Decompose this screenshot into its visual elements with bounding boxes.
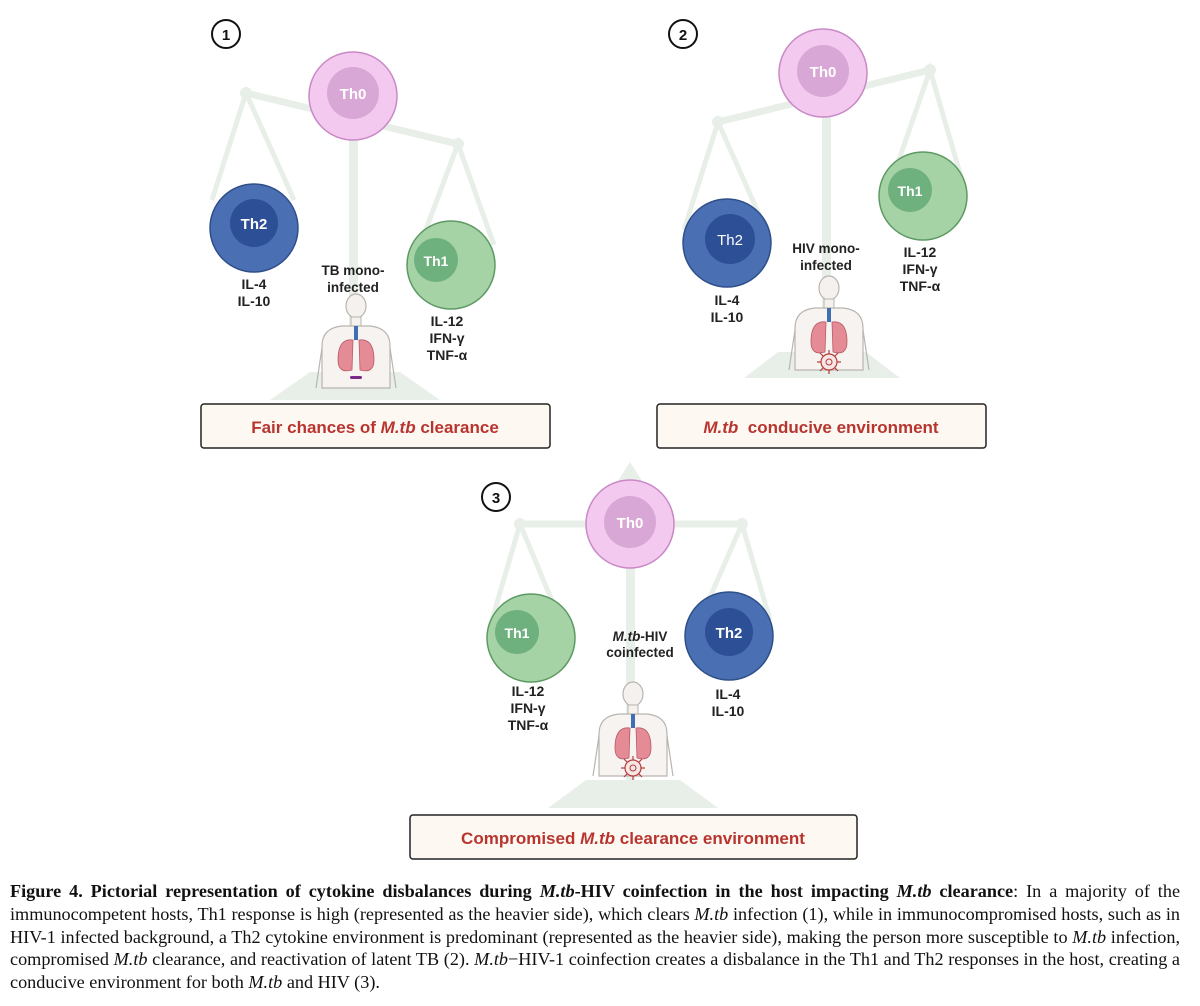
outcome-box: M.tb conducive environment	[656, 403, 987, 449]
th1-cytokine-list: IL-12 IFN-γ TNF-α	[427, 313, 468, 363]
svg-text:3: 3	[492, 490, 500, 507]
th0-cell: Th0	[585, 479, 675, 569]
svg-text:Th0: Th0	[810, 64, 837, 81]
host-figure	[788, 275, 870, 375]
svg-text:IFN-γ: IFN-γ	[511, 700, 546, 716]
svg-text:IL-12: IL-12	[904, 244, 937, 260]
caption-title: Figure 4. Pictorial representation of cy…	[10, 881, 1014, 901]
svg-text:Th1: Th1	[505, 625, 530, 641]
th2-cell: Th2	[682, 198, 772, 288]
th2-cytokine-list: IL-4 IL-10	[711, 292, 744, 325]
svg-text:IFN-γ: IFN-γ	[430, 330, 465, 346]
svg-text:Th2: Th2	[241, 216, 268, 233]
svg-text:IL-10: IL-10	[238, 293, 271, 309]
svg-text:Th1: Th1	[424, 253, 449, 269]
svg-text:IL-12: IL-12	[512, 683, 545, 699]
svg-text:Compromised M.tb clearance env: Compromised M.tb clearance environment	[461, 829, 805, 848]
th1-cell: Th1	[878, 151, 968, 241]
svg-text:IL-10: IL-10	[711, 309, 744, 325]
svg-text:1: 1	[222, 27, 230, 44]
svg-text:TNF-α: TNF-α	[427, 347, 468, 363]
svg-text:IFN-γ: IFN-γ	[903, 261, 938, 277]
svg-text:HIV mono-: HIV mono-	[792, 241, 860, 256]
outcome-box: Fair chances of M.tb clearance	[200, 403, 551, 449]
svg-text:Th0: Th0	[617, 515, 644, 532]
svg-text:Th2: Th2	[717, 232, 743, 249]
th1-cytokine-list: IL-12 IFN-γ TNF-α	[508, 683, 549, 733]
svg-text:coinfected: coinfected	[606, 645, 674, 660]
th1-cell: Th1	[486, 593, 576, 683]
th2-cytokine-list: IL-4 IL-10	[712, 686, 745, 719]
svg-text:Th1: Th1	[898, 183, 923, 199]
panel-2: 2 Th0 Th2 IL-4 IL-10 Th1 IL-12 IFN-γ TNF…	[656, 19, 987, 449]
svg-text:IL-12: IL-12	[431, 313, 464, 329]
svg-text:IL-4: IL-4	[242, 276, 267, 292]
svg-text:TNF-α: TNF-α	[508, 717, 549, 733]
th2-cell: Th2	[684, 591, 774, 681]
figure-caption: Figure 4. Pictorial representation of cy…	[10, 881, 1181, 993]
outcome-box: Compromised M.tb clearance environment	[409, 814, 858, 860]
th2-cytokine-list: IL-4 IL-10	[238, 276, 271, 309]
host-label: HIV mono- infected	[792, 241, 860, 273]
host-figure	[592, 681, 674, 781]
svg-text:IL-4: IL-4	[716, 686, 741, 702]
host-label: M.tb-HIV coinfected	[606, 629, 674, 660]
host-figure	[315, 293, 397, 389]
svg-text:TB mono-: TB mono-	[322, 263, 385, 278]
svg-text:IL-10: IL-10	[712, 703, 745, 719]
svg-text:IL-4: IL-4	[715, 292, 740, 308]
th1-cell: Th1	[406, 220, 496, 310]
svg-text:2: 2	[679, 27, 687, 44]
svg-text:infected: infected	[327, 280, 379, 295]
cytokine-balance-diagram: 1 Th0 Th2 IL-4 IL-10 Th1 IL-12 IFN-γ TNF…	[200, 19, 987, 860]
th0-cell: Th0	[308, 51, 398, 141]
panel-number-badge: 2	[668, 19, 698, 49]
svg-text:M.tb conducive environment: M.tb conducive environment	[703, 418, 939, 437]
svg-text:M.tb-HIV: M.tb-HIV	[613, 629, 668, 644]
panel-3: 3 Th0 Th1 IL-12 IFN-γ TNF-α Th2 IL-4 IL-…	[409, 462, 858, 860]
svg-text:Fair chances of M.tb clearance: Fair chances of M.tb clearance	[251, 418, 499, 437]
th2-cell: Th2	[209, 183, 299, 273]
panel-number-badge: 3	[481, 482, 511, 512]
th1-cytokine-list: IL-12 IFN-γ TNF-α	[900, 244, 941, 294]
svg-text:Th0: Th0	[340, 86, 367, 103]
svg-text:TNF-α: TNF-α	[900, 278, 941, 294]
svg-text:Th2: Th2	[716, 625, 743, 642]
panel-1: 1 Th0 Th2 IL-4 IL-10 Th1 IL-12 IFN-γ TNF…	[200, 19, 551, 449]
svg-text:infected: infected	[800, 258, 852, 273]
panel-number-badge: 1	[211, 19, 241, 49]
th0-cell: Th0	[778, 28, 868, 118]
host-label: TB mono- infected	[322, 263, 385, 295]
